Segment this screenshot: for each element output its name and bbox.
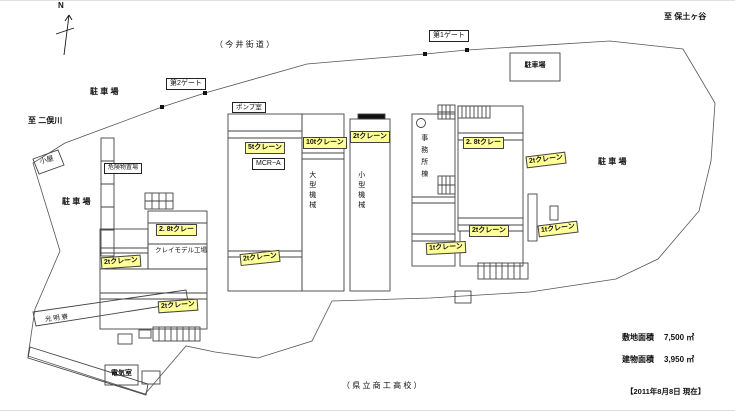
parking-lot-outline [509,52,561,82]
pump-room-label: ポンプ室 [232,102,266,114]
mcr-a-label: MCR−A [252,158,285,170]
parking-right-label: 駐 車 場 [598,157,627,166]
crane-label-center-2t-top: 2tクレーン [350,131,390,143]
school-label: （ 県 立 商 工 高 校 ） [342,381,422,390]
parking-left-label: 駐 車 場 [62,197,91,206]
hut-outline [32,149,65,175]
slanted-shed-outline [27,346,149,396]
crane-label-right-2-8t: 2. 8tクレー [463,137,505,149]
site-area-row: 敷地面積 7,500 ㎡ [622,332,694,343]
compass-n-label: N [58,1,64,10]
site-boundary-line [27,40,716,395]
dest-hodogaya-label: 至 保土ヶ谷 [664,12,707,21]
small-machinery-label: 小型機械 [357,171,365,211]
crane-label-right-west-1t: 1tクレーン [425,240,467,255]
as-of-date-label: 【2011年8月8日 現在】 [626,387,706,396]
building-area-row: 建物面積 3,950 ㎡ [622,354,694,365]
parking-top-right-box-label: 駐車場 [524,62,546,69]
gate1-label: 第1ゲート [429,30,469,42]
crane-label-clay-2-8t: 2. 8tクレー [156,224,198,236]
gate-markers [160,48,469,109]
road-name-label: （ 今 井 街 道 ） [215,40,275,49]
site-area-label: 敷地面積 [622,333,654,342]
building-area-label: 建物面積 [622,355,654,364]
site-area-value: 7,500 ㎡ [664,333,695,342]
clay-model-factory-label: クレイモデル工場 [155,247,207,254]
crane-label-right-south-2t: 2tクレーン [469,225,509,237]
crane-label-center-5t: 5tクレーン [245,142,285,154]
large-machinery-label: 大型機械 [308,171,316,211]
office-building-label: 事務所棟 [420,134,428,182]
dest-futamatagawa-label: 至 二俣川 [28,116,63,125]
hazmat-storage-label: 危険物置場 [104,163,143,174]
electric-room-label: 電気室 [111,370,132,377]
parking-top-left-label: 駐 車 場 [90,87,119,96]
building-area-value: 3,950 ㎡ [664,355,695,364]
crane-label-center-10t: 10tクレーン [303,137,347,149]
north-arrow-icon [55,14,75,56]
gate2-label: 第2ゲート [166,78,206,90]
